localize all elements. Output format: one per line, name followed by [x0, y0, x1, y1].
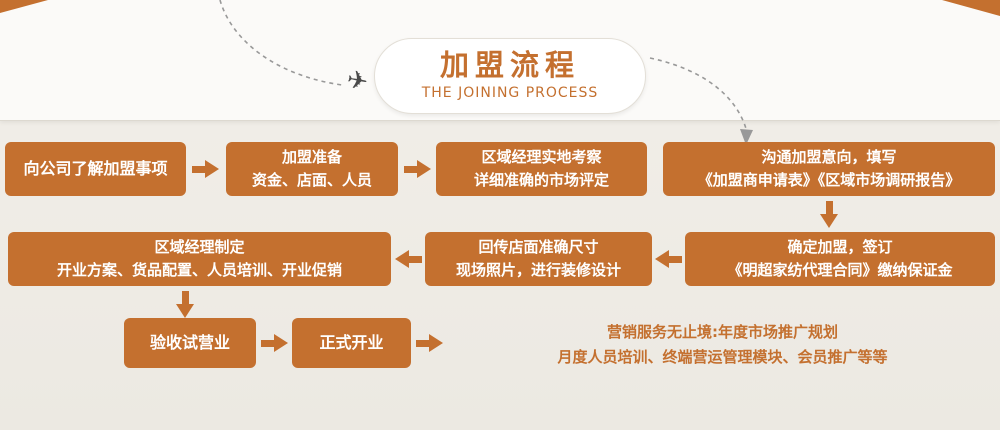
flow-step-7-line1: 区域经理制定 [154, 237, 245, 256]
process-title-badge: 加盟流程 THE JOINING PROCESS [374, 38, 646, 114]
arrow-right-2 [404, 160, 431, 178]
arrow-head [820, 214, 838, 228]
arrow-shaft [181, 291, 189, 304]
arrow-head [655, 250, 669, 268]
arrow-shaft [404, 165, 417, 173]
arrow-right-1 [192, 160, 219, 178]
flow-step-3: 区域经理实地考察 详细准确的市场评定 [436, 142, 647, 196]
arrow-head [205, 160, 219, 178]
arrow-head [429, 334, 443, 352]
flow-step-7-line2: 开业方案、货品配置、人员培训、开业促销 [56, 261, 342, 279]
dashed-curve-right [649, 57, 748, 133]
arrow-shaft [409, 255, 422, 263]
flow-step-2-line1: 加盟准备 [281, 147, 342, 166]
marketing-service-note-line2: 月度人员培训、终端营运管理模块、会员推广等等 [557, 347, 888, 366]
flow-step-3-line1: 区域经理实地考察 [481, 147, 602, 166]
page-title: 加盟流程 [439, 48, 580, 82]
arrow-head [274, 334, 288, 352]
marketing-service-note-line1: 营销服务无止境:年度市场推广规划 [606, 323, 838, 341]
flow-step-6: 回传店面准确尺寸 现场照片，进行装修设计 [425, 232, 652, 286]
arrow-down-2 [176, 291, 194, 318]
arrow-left-1 [655, 250, 682, 268]
airplane-icon: ✈ [344, 64, 371, 97]
flow-step-5: 确定加盟，签订 《明超家纺代理合同》缴纳保证金 [685, 232, 995, 286]
arrow-left-2 [395, 250, 422, 268]
flow-step-9: 正式开业 [292, 318, 411, 368]
flow-step-3-line2: 详细准确的市场评定 [473, 171, 609, 189]
flow-step-4: 沟通加盟意向，填写 《加盟商申请表》《区域市场调研报告》 [663, 142, 995, 196]
arrow-shaft [261, 339, 274, 347]
flow-step-6-line2: 现场照片，进行装修设计 [455, 261, 621, 279]
corner-ribbon-left [0, 0, 48, 13]
dashed-flight-path [219, 0, 753, 145]
arrow-head [176, 304, 194, 318]
flow-step-1-label: 向公司了解加盟事项 [23, 158, 168, 178]
flow-step-5-line2: 《明超家纺代理合同》缴纳保证金 [727, 261, 953, 279]
flow-step-5-line1: 确定加盟，签订 [787, 237, 893, 256]
flow-step-8-label: 验收试营业 [149, 332, 230, 352]
arrow-shaft [192, 165, 205, 173]
arrow-down-1 [820, 201, 838, 228]
arrow-shaft [669, 255, 682, 263]
dashed-curve-left [219, 0, 343, 86]
arrow-right-3 [261, 334, 288, 352]
arrow-shaft [416, 339, 429, 347]
flow-step-8: 验收试营业 [124, 318, 256, 368]
arrow-right-4 [416, 334, 443, 352]
flow-step-6-line1: 回传店面准确尺寸 [478, 237, 599, 256]
flow-step-9-label: 正式开业 [319, 332, 384, 352]
flow-step-4-line1: 沟通加盟意向，填写 [761, 147, 897, 166]
flow-step-2-line2: 资金、店面、人员 [251, 171, 372, 189]
flow-step-2: 加盟准备 资金、店面、人员 [226, 142, 398, 196]
marketing-service-note: 营销服务无止境:年度市场推广规划 月度人员培训、终端营运管理模块、会员推广等等 [450, 320, 995, 370]
flow-step-7: 区域经理制定 开业方案、货品配置、人员培训、开业促销 [8, 232, 391, 286]
arrow-head [417, 160, 431, 178]
flow-step-1: 向公司了解加盟事项 [5, 142, 186, 196]
dashed-arrowhead [740, 129, 753, 145]
arrow-head [395, 250, 409, 268]
corner-ribbon-right [942, 0, 1000, 16]
page-subtitle: THE JOINING PROCESS [421, 84, 599, 101]
flow-step-4-line2: 《加盟商申请表》《区域市场调研报告》 [697, 171, 961, 189]
arrow-shaft [825, 201, 833, 214]
